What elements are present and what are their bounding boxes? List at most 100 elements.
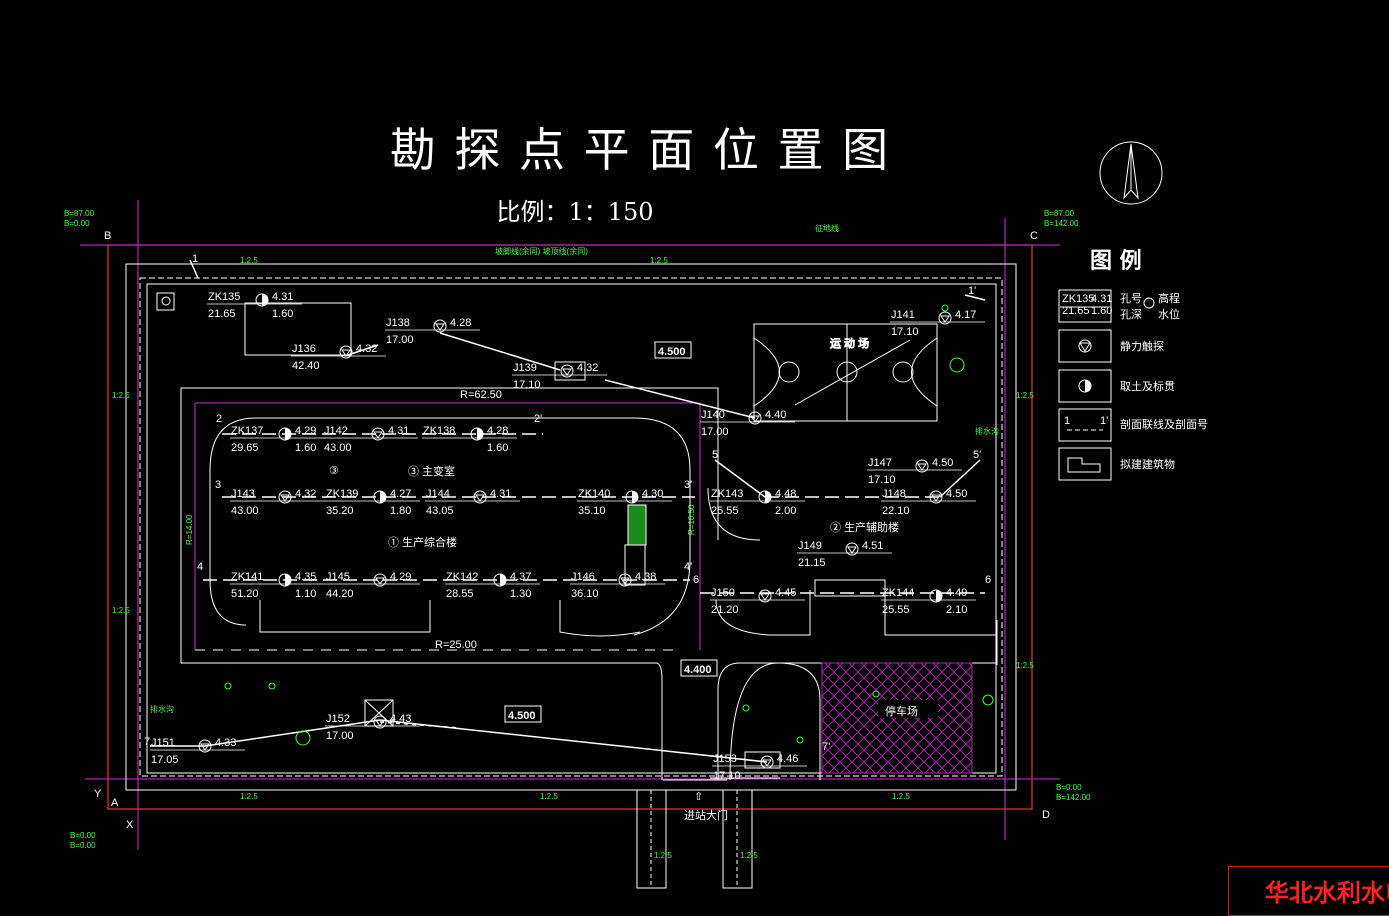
cpt-borehole-icon — [339, 345, 353, 359]
svg-text:1:2.5: 1:2.5 — [892, 792, 910, 801]
svg-text:D: D — [1042, 809, 1050, 821]
svg-text:Y: Y — [94, 788, 102, 800]
borehole-depth: 35.10 — [578, 505, 606, 517]
borehole-id: J147 — [868, 457, 892, 469]
svg-text:孔号: 孔号 — [1120, 292, 1142, 305]
vegetation-icons — [224, 304, 994, 746]
borehole-elev: 4.31 — [490, 488, 511, 500]
svg-text:5': 5' — [973, 449, 981, 461]
cpt-borehole-icon — [845, 542, 859, 556]
sampling-borehole-icon — [278, 573, 292, 587]
svg-text:水位: 水位 — [1158, 307, 1180, 321]
svg-text:1:2.5: 1:2.5 — [1016, 391, 1034, 400]
borehole-elev: 4.31 — [272, 291, 293, 303]
drawing-scale: 比例：1：150 — [496, 198, 653, 226]
cpt-icon — [1078, 339, 1092, 353]
svg-text:排水沟: 排水沟 — [150, 704, 174, 714]
borehole-elev: 4.31 — [388, 425, 409, 437]
borehole-depth: 21.20 — [711, 604, 739, 616]
borehole-depth: 43.05 — [426, 505, 454, 517]
svg-text:剖面联线及剖面号: 剖面联线及剖面号 — [1120, 417, 1208, 431]
borehole-id: ZK140 — [578, 488, 610, 500]
svg-text:① 生产综合楼: ① 生产综合楼 — [388, 535, 457, 549]
svg-text:B=0.00: B=0.00 — [64, 219, 90, 228]
cpt-borehole-icon — [915, 459, 929, 473]
cpt-borehole-icon — [748, 411, 762, 425]
cpt-borehole-icon — [560, 364, 574, 378]
building-labels: ① 生产综合楼 ② 生产辅助楼 ③ 主变室 ③ — [329, 464, 899, 549]
borehole-id: J151 — [151, 737, 175, 749]
svg-text:B=142.00: B=142.00 — [1056, 793, 1091, 802]
slope-labels: 1:2.5 1:2.5 1:2.5 1:2.5 1:2.5 1:2.5 1:2.… — [112, 256, 1034, 860]
svg-text:坡脚线(余同) 坡顶线(余同): 坡脚线(余同) 坡顶线(余同) — [495, 246, 588, 256]
borehole-depth: 28.55 — [446, 588, 474, 600]
svg-text:4.31: 4.31 — [1091, 293, 1112, 305]
svg-text:R=25.00: R=25.00 — [435, 639, 477, 651]
borehole-depth: 29.65 — [231, 442, 259, 454]
borehole-depth: 21.65 — [208, 308, 236, 320]
borehole-elev: 4.40 — [765, 409, 786, 421]
cpt-borehole-icon — [473, 490, 487, 504]
borehole-id: J140 — [701, 409, 725, 421]
gate-label: 进站大门 — [684, 808, 728, 822]
svg-text:静力触探: 静力触探 — [1120, 339, 1164, 353]
svg-text:B=0.00: B=0.00 — [1056, 783, 1082, 792]
sampling-borehole-icon — [373, 490, 387, 504]
borehole-elev: 4.35 — [295, 571, 316, 583]
svg-text:B=142.00: B=142.00 — [1044, 219, 1079, 228]
svg-text:③: ③ — [329, 465, 339, 477]
borehole-elev: 4.17 — [955, 309, 976, 321]
borehole-elev: 4.48 — [775, 488, 796, 500]
svg-text:B=0.00: B=0.00 — [70, 841, 96, 850]
svg-text:③ 主变室: ③ 主变室 — [408, 464, 455, 478]
svg-text:运 动 场: 运 动 场 — [830, 336, 869, 350]
borehole-wl: 1.60 — [272, 308, 293, 320]
borehole-elev: 4.28 — [487, 425, 508, 437]
svg-text:孔深: 孔深 — [1120, 308, 1142, 321]
borehole-id: ZK135 — [208, 291, 240, 303]
gate-arrow-icon: ⇧ — [694, 791, 703, 803]
svg-text:X: X — [126, 819, 134, 831]
borehole-wl: 1.80 — [390, 505, 411, 517]
svg-text:1:2.5: 1:2.5 — [654, 851, 672, 860]
borehole-zk135: ZK135 4.31 21.65 1.60 — [207, 291, 302, 320]
borehole-id: J146 — [571, 571, 595, 583]
borehole-depth: 17.05 — [151, 754, 179, 766]
borehole-depth: 36.10 — [571, 588, 599, 600]
svg-text:7': 7' — [822, 741, 830, 753]
borehole-depth: 22.10 — [882, 505, 910, 517]
legend: 图 例 ZK135 4.31 21.65 1.60 孔号 高程 孔深 水位 静力… — [1058, 248, 1208, 481]
borehole-depth: 17.10 — [868, 474, 896, 486]
cpt-borehole-icon — [760, 755, 774, 769]
svg-text:1: 1 — [1064, 415, 1070, 427]
roads — [180, 387, 998, 781]
borehole-depth: 43.00 — [231, 505, 259, 517]
site-walls — [125, 263, 1017, 889]
site-boundary — [80, 200, 1060, 850]
cpt-borehole-icon — [198, 739, 212, 753]
borehole-id: J150 — [711, 587, 735, 599]
borehole-wl: 2.10 — [946, 604, 967, 616]
sampling-borehole-icon — [255, 293, 269, 307]
borehole-elev: 4.29 — [390, 571, 411, 583]
svg-text:4.400: 4.400 — [684, 664, 712, 676]
svg-text:1.60: 1.60 — [1091, 305, 1112, 317]
borehole-elev: 4.37 — [510, 571, 531, 583]
borehole-depth: 21.15 — [798, 557, 826, 569]
borehole-id: J143 — [231, 488, 255, 500]
borehole-id: J141 — [891, 309, 915, 321]
borehole-id: ZK143 — [711, 488, 743, 500]
title-block-footer: 华北水利水电 — [1228, 866, 1389, 916]
